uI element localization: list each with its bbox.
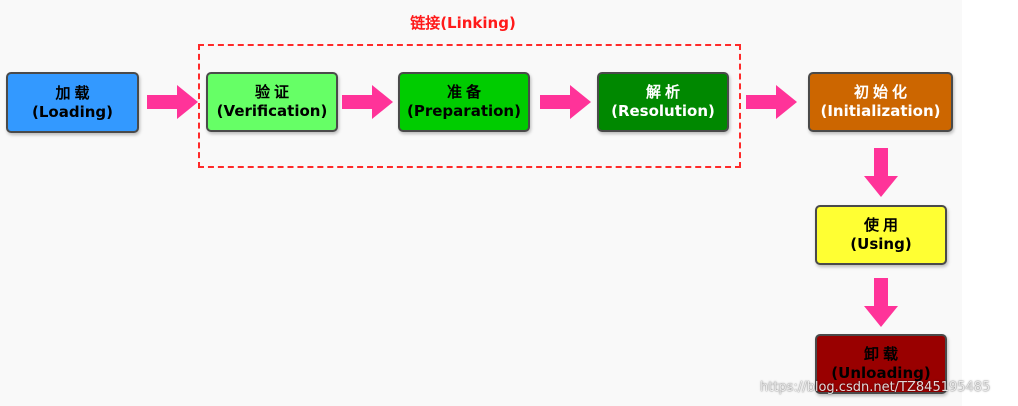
- arrow-right-icon: [342, 85, 393, 119]
- stage-preparation-en: (Preparation): [407, 102, 521, 120]
- stage-initialization: 初始化 (Initialization): [808, 72, 953, 132]
- stage-resolution-en: (Resolution): [611, 102, 715, 120]
- stage-verification: 验证 (Verification): [206, 72, 338, 132]
- stage-resolution-name: 解析: [645, 83, 684, 102]
- stage-initialization-en: (Initialization): [820, 102, 941, 120]
- stage-verification-en: (Verification): [216, 102, 328, 120]
- stage-preparation-name: 准备: [446, 83, 485, 102]
- arrow-down-icon: [864, 148, 898, 197]
- stage-resolution: 解析 (Resolution): [597, 72, 729, 132]
- linking-label: 链接(Linking): [410, 14, 516, 32]
- watermark-url: https://blog.csdn.net/TZ845195485: [760, 380, 991, 395]
- arrow-right-icon: [540, 85, 591, 119]
- stage-loading-en: (Loading): [32, 102, 113, 121]
- stage-using: 使用 (Using): [815, 205, 947, 265]
- stage-unloading-en: (Unloading): [831, 364, 931, 382]
- stage-verification-name: 验证: [254, 83, 293, 102]
- arrow-right-icon: [147, 85, 198, 119]
- stage-loading: 加载 (Loading): [6, 72, 139, 133]
- stage-using-name: 使用: [863, 216, 902, 235]
- arrow-right-icon: [746, 85, 797, 119]
- stage-loading-name: 加载: [55, 83, 94, 102]
- stage-using-en: (Using): [850, 235, 912, 253]
- stage-unloading-name: 卸载: [863, 345, 902, 364]
- arrow-down-icon: [864, 278, 898, 327]
- stage-unloading: 卸载 (Unloading): [815, 334, 947, 394]
- stage-preparation: 准备 (Preparation): [398, 72, 530, 132]
- linking-group-box: [198, 44, 741, 168]
- stage-initialization-name: 初始化: [853, 83, 911, 102]
- diagram-canvas: 链接(Linking) 加载 (Loading) 验证 (Verificatio…: [6, 14, 953, 394]
